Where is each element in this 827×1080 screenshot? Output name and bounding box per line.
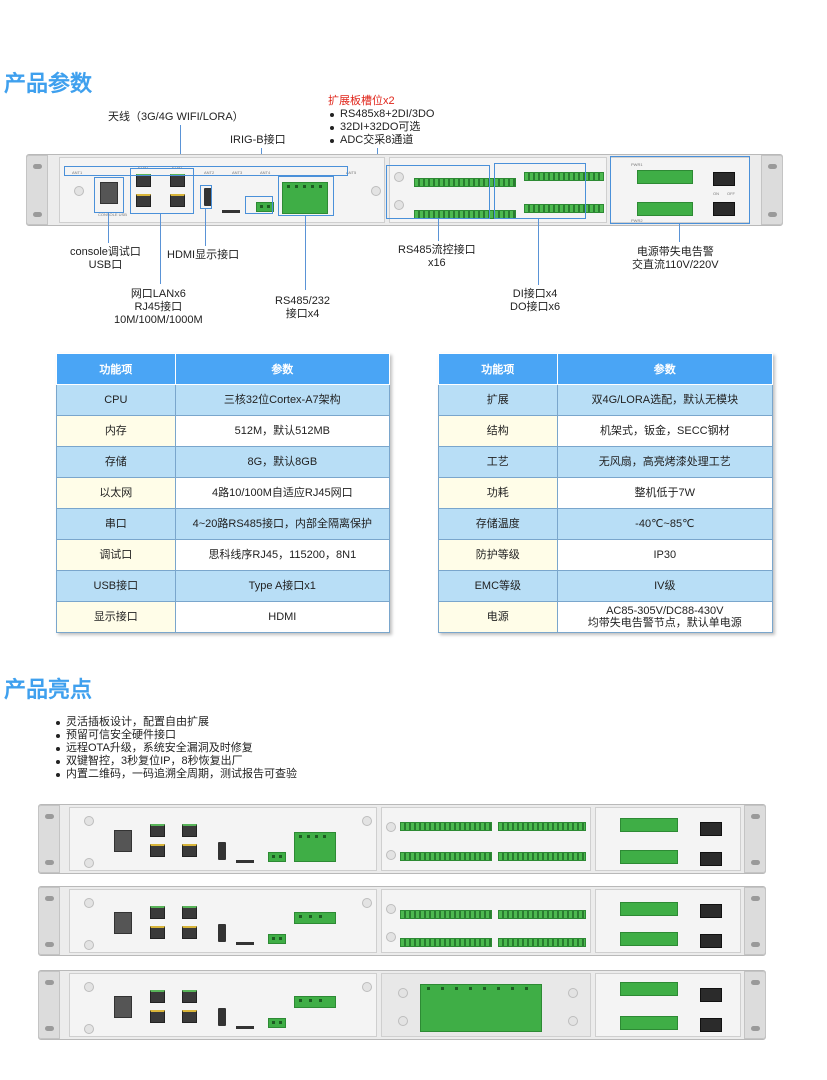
console-usb-port [100,182,118,204]
power-terminal [637,170,693,184]
hdmi-port [204,188,212,206]
device-variant-1 [38,804,766,874]
leader-line [305,216,306,290]
rs485-232-highlight [278,176,334,216]
table-header: 参数 [174,353,391,385]
expansion-item: 32DI+32DO可选 [328,121,434,134]
params-section-title: 产品参数 [4,72,93,97]
rs485-232-terminal [282,182,328,214]
irigb-highlight [245,196,273,214]
irigb-terminal [256,202,274,212]
adc-terminal-block [420,984,542,1032]
highlight-item: 内置二维码，一码追溯全周期，测试报告可查验 [54,768,297,781]
antenna-highlight [64,166,348,176]
rs485-flow-terminal [414,178,516,187]
rs485-flow-highlight [386,165,490,219]
device-expansion-panel [389,157,607,223]
table-row: 调试口思科线序RJ45，115200，8N1 [56,539,391,571]
callout-irigb: IRIG-B接口 [230,134,286,146]
callout-expansion-list: RS485x8+2DI/3DO 32DI+32DO可选 ADC交采8通道 [328,108,434,147]
power-switch [713,172,735,186]
rj45-port [170,194,185,207]
leader-line [205,209,206,246]
leader-line [160,214,161,284]
power-switch [713,202,735,216]
table-row: 功耗整机低于7W [438,477,774,509]
power-terminal [637,202,693,216]
highlight-item: 灵活插板设计，配置自由扩展 [54,716,297,729]
rj45-port [136,194,151,207]
di-do-terminal [524,172,604,181]
lan-highlight [130,168,194,214]
plb-slot [222,210,240,213]
table-header: 功能项 [56,353,176,385]
leader-line [679,224,680,242]
hdmi-port [218,842,226,860]
console-usb-port [114,830,132,852]
table-row: 存储温度-40℃~85℃ [438,508,774,540]
spec-table-right: 功能项 参数 扩展双4G/LORA选配，默认无模块 结构机架式，钣金，SECC钢… [438,353,774,633]
expansion-item: RS485x8+2DI/3DO [328,108,434,121]
hdmi-highlight [200,185,212,209]
table-header: 参数 [556,353,774,385]
leader-line [438,219,439,241]
expansion-item: ADC交采8通道 [328,134,434,147]
device-variant-3 [38,970,766,1040]
callout-power: 电源带失电告警交直流110V/220V [632,246,719,271]
leader-line [538,219,539,285]
callout-expansion-title: 扩展板槽位x2 [328,95,395,107]
highlight-item: 远程OTA升级，系统安全漏洞及时修复 [54,742,297,755]
callout-antenna: 天线（3G/4G WIFI/LORA） [108,111,244,123]
rack-ear-left [26,155,48,225]
table-header: 功能项 [438,353,558,385]
dido-highlight [494,163,586,219]
highlights-section-title: 产品亮点 [4,678,93,703]
highlight-item: 双键智控，3秒复位IP，8秒恢复出厂 [54,755,297,768]
highlights-list: 灵活插板设计，配置自由扩展 预留可信安全硬件接口 远程OTA升级，系统安全漏洞及… [54,716,297,781]
console-highlight [94,177,124,213]
table-row: 扩展双4G/LORA选配，默认无模块 [438,384,774,416]
leader-line [108,213,109,243]
rack-ear-right [761,155,783,225]
highlight-item: 预留可信安全硬件接口 [54,729,297,742]
callout-hdmi: HDMI显示接口 [167,249,240,261]
leader-line [180,125,181,167]
table-row: 工艺无风扇，高亮烤漆处理工艺 [438,446,774,478]
device-variant-2 [38,886,766,956]
table-row: 结构机架式，钣金，SECC钢材 [438,415,774,447]
power-highlight [610,156,750,224]
di-do-terminal [524,204,604,213]
device-power-panel: PWR1 PWR2 ON OFF [610,157,750,223]
